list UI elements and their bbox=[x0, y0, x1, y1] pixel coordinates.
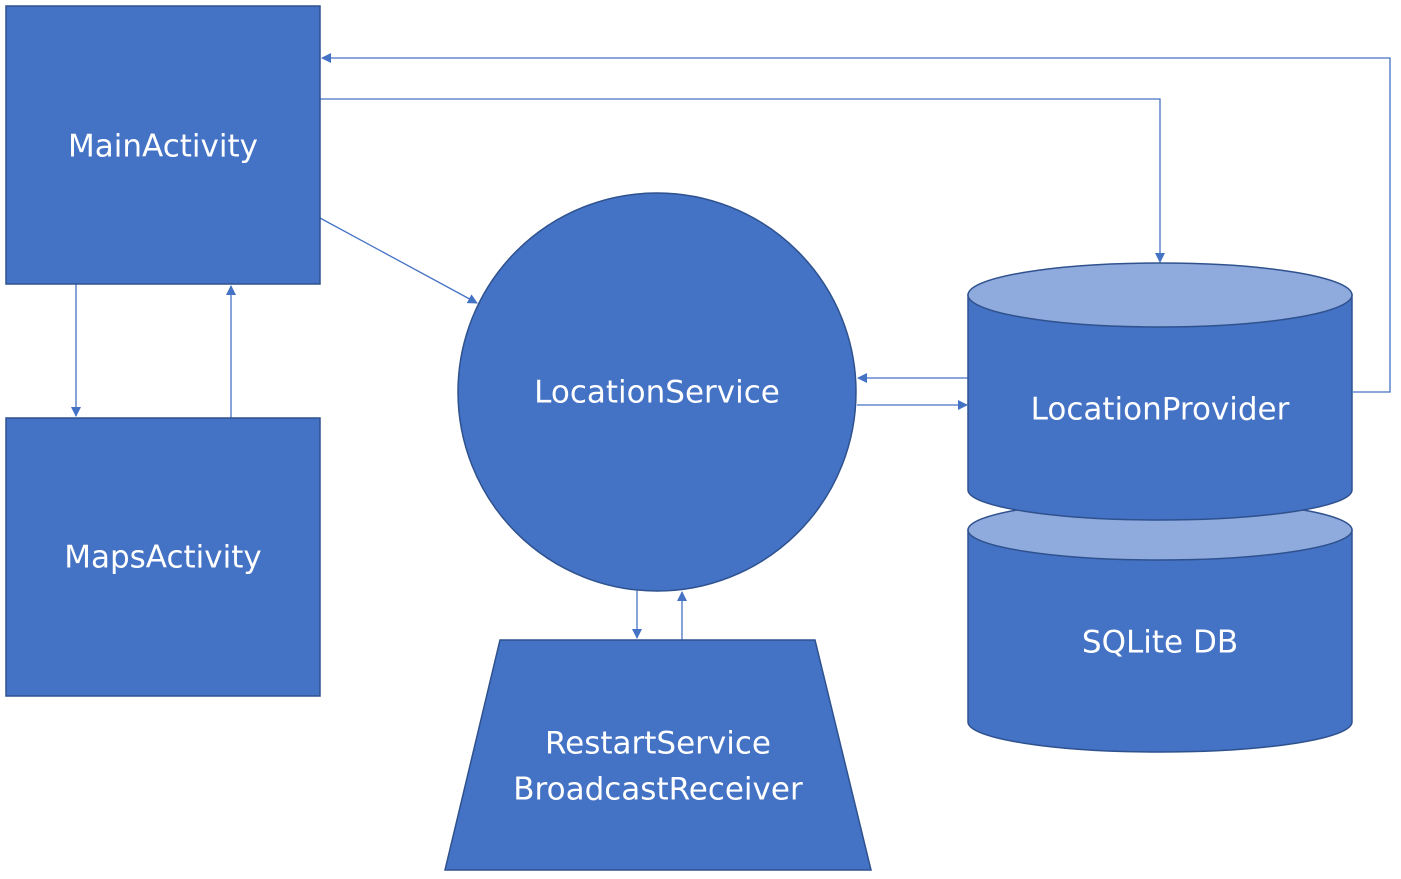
main-activity-box bbox=[5, 5, 321, 285]
connector-provider-to-main bbox=[321, 53, 1391, 393]
main-activity-label: MainActivity bbox=[68, 129, 258, 165]
maps-activity-box bbox=[5, 417, 321, 697]
main-activity-node: MainActivity bbox=[5, 5, 321, 285]
location-provider-node: LocationProvider bbox=[967, 262, 1353, 521]
location-provider-body bbox=[967, 294, 1353, 521]
connector-main-to-provider bbox=[320, 98, 1165, 263]
restart-receiver-node: RestartService BroadcastReceiver bbox=[444, 639, 872, 871]
location-service-node: LocationService bbox=[457, 192, 857, 592]
location-service-circle bbox=[457, 192, 857, 592]
sqlite-db-node: SQLite DB bbox=[967, 499, 1353, 753]
sqlite-db-body bbox=[967, 529, 1353, 753]
location-provider-label: LocationProvider bbox=[1031, 392, 1290, 428]
location-provider-top bbox=[967, 262, 1353, 328]
connectors bbox=[71, 53, 1391, 640]
location-service-label: LocationService bbox=[534, 375, 780, 411]
restart-receiver-label-line2: BroadcastReceiver bbox=[513, 772, 803, 808]
maps-activity-node: MapsActivity bbox=[5, 417, 321, 697]
restart-receiver-trapezoid bbox=[444, 639, 872, 871]
restart-receiver-label-line1: RestartService bbox=[545, 726, 771, 762]
connector-main-to-service bbox=[319, 217, 478, 304]
maps-activity-label: MapsActivity bbox=[64, 540, 262, 576]
sqlite-db-label: SQLite DB bbox=[1082, 625, 1238, 661]
